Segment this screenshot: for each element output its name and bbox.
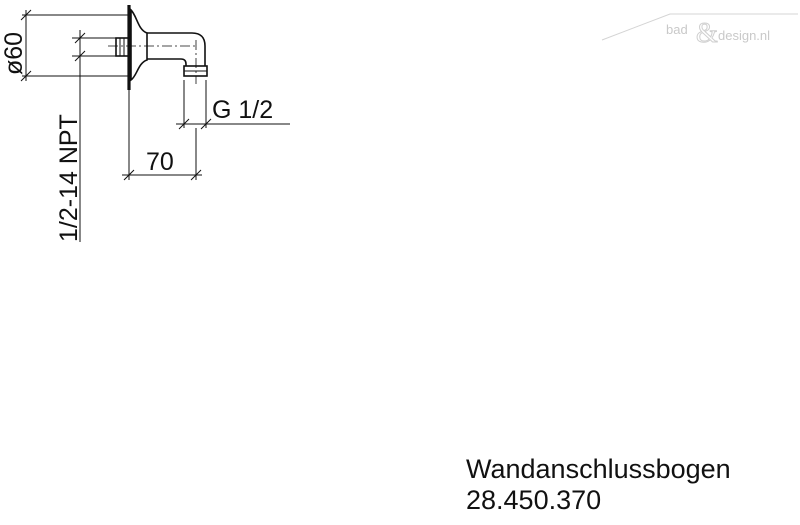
outlet-nipple — [183, 65, 208, 77]
product-name: Wandanschlussbogen — [466, 454, 731, 484]
watermark-ampersand: & — [696, 18, 718, 49]
length-label: 70 — [146, 148, 174, 176]
watermark-left-text: bad — [666, 22, 688, 37]
product-info: Wandanschlussbogen 28.450.370 — [466, 454, 731, 516]
length-dimension: 70 — [122, 90, 202, 181]
outlet-thread-label: G 1/2 — [212, 96, 273, 124]
watermark-logo: bad & design.nl — [601, 13, 798, 50]
diameter-label: ø60 — [0, 32, 28, 75]
outlet-thread-dimension: G 1/2 — [176, 80, 290, 130]
inlet-nipple — [115, 37, 130, 57]
product-number: 28.450.370 — [466, 485, 602, 515]
diameter-dimension: ø60 — [0, 9, 128, 82]
rosette-flange — [130, 8, 148, 82]
inlet-thread-dimension: 1/2-14 NPT — [55, 30, 118, 242]
watermark-right-text: design.nl — [718, 28, 770, 43]
inlet-thread-label: 1/2-14 NPT — [55, 114, 83, 242]
elbow-pipe — [147, 32, 206, 66]
